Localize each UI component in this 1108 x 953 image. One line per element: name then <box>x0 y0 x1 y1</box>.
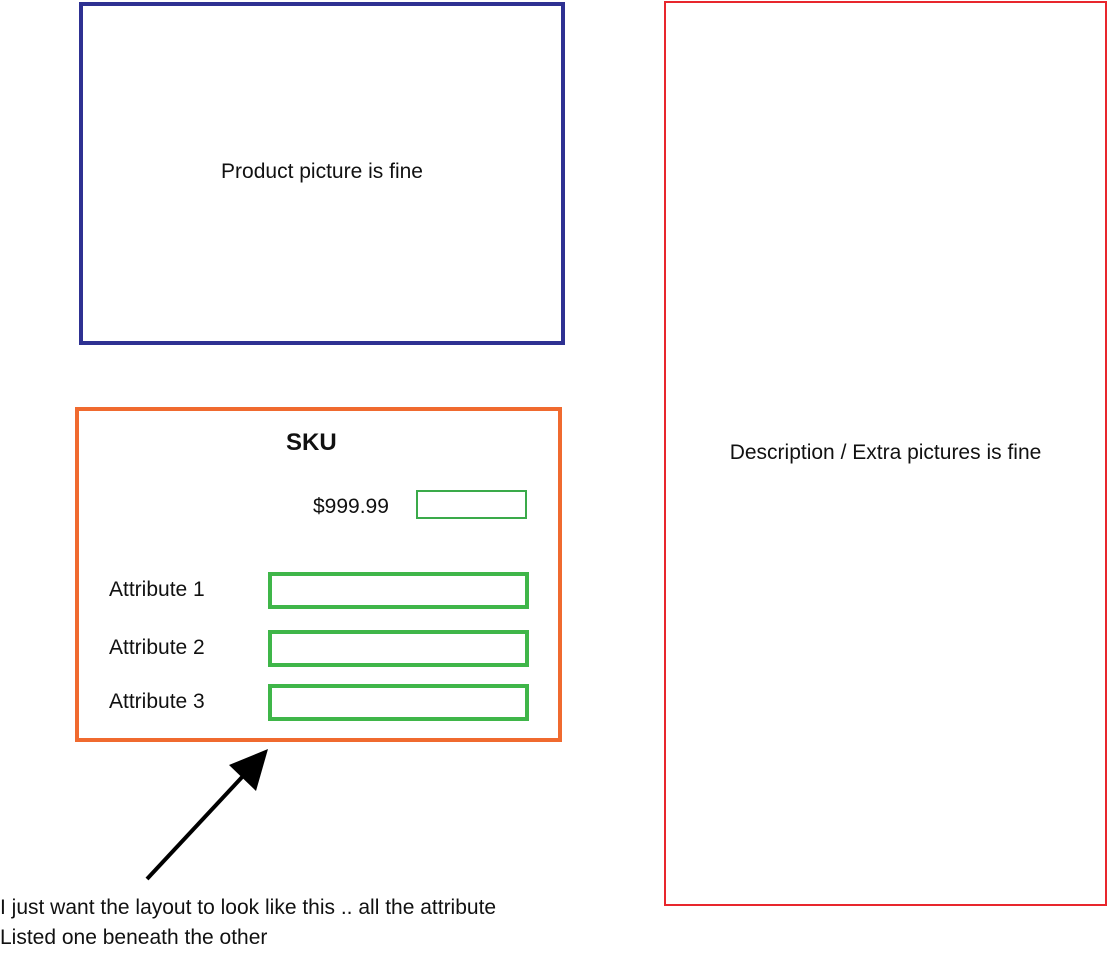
description-label: Description / Extra pictures is fine <box>729 441 1042 464</box>
attribute-label: Attribute 1 <box>109 578 205 601</box>
arrow-shaft <box>145 773 246 881</box>
annotation-line-1: I just want the layout to look like this… <box>0 896 497 919</box>
price-label: $999.99 <box>313 495 389 518</box>
attribute-field[interactable] <box>268 684 529 721</box>
annotation-line-2: Listed one beneath the other <box>0 926 268 949</box>
price-field[interactable] <box>416 490 527 519</box>
attribute-field[interactable] <box>268 572 529 609</box>
attribute-label: Attribute 2 <box>109 636 205 659</box>
attribute-label: Attribute 3 <box>109 690 205 713</box>
annotation-note: I just want the layout to look like this… <box>0 893 496 953</box>
arrow-head <box>229 749 268 791</box>
attribute-field[interactable] <box>268 630 529 667</box>
attribute-row: Attribute 3 <box>79 684 558 722</box>
attribute-row: Attribute 2 <box>79 630 558 668</box>
sku-box: SKU $999.99 Attribute 1 Attribute 2 Attr… <box>75 407 562 742</box>
sku-title: SKU <box>286 429 337 456</box>
description-box: Description / Extra pictures is fine <box>664 1 1107 906</box>
product-picture-label: Product picture is fine <box>221 159 423 183</box>
attribute-row: Attribute 1 <box>79 572 558 610</box>
product-picture-box: Product picture is fine <box>79 2 565 345</box>
